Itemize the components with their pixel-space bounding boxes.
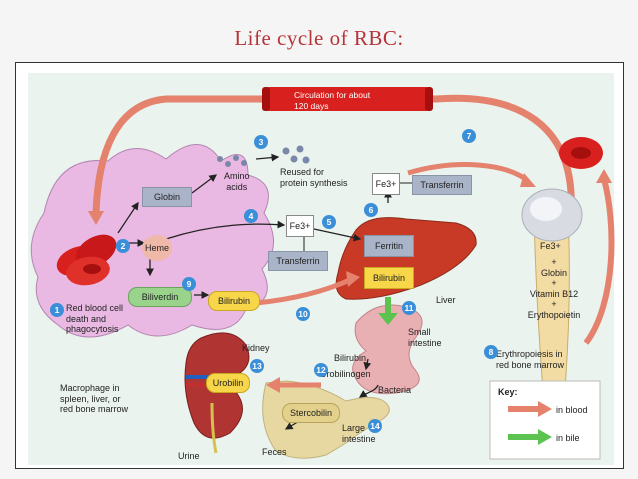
step-8: 8	[484, 345, 498, 359]
urine-label: Urine	[178, 451, 200, 461]
large-intestine-label: Large intestine	[342, 423, 376, 444]
amino-acids-label: Amino acids	[224, 171, 250, 192]
reused-label: Reused for protein synthesis	[280, 167, 348, 188]
kidney-label: Kidney	[242, 343, 270, 353]
stercobilin-box: Stercobilin	[282, 403, 340, 423]
key-box	[489, 380, 601, 460]
page-title: Life cycle of RBC:	[234, 26, 404, 50]
marrow-list-label: + Globin + Vitamin B12 + Erythopoietin	[527, 257, 581, 320]
feces-label: Feces	[262, 447, 287, 457]
erythropoiesis-label: Erythropoiesis in red bone marrow	[496, 349, 565, 370]
step-7: 7	[462, 129, 476, 143]
amino-acid-icon	[217, 145, 310, 167]
step-2: 2	[116, 239, 130, 253]
small-intestine-label: Small intestine	[408, 327, 442, 348]
bilirubin-intestine-label: Bilirubin	[334, 353, 367, 363]
step-10: 10	[296, 307, 310, 321]
heme-box: Heme	[142, 235, 172, 261]
rbc-death-label: Red blood cell death and phagocytosis	[66, 303, 124, 334]
step-13: 13	[250, 359, 264, 373]
step-14: 14	[368, 419, 382, 433]
step-12: 12	[314, 363, 328, 377]
fe-top-box: Fe3+	[372, 173, 400, 195]
fe-marrow-label: Fe3+	[540, 241, 561, 251]
bilirubin-mac-box: Bilirubin	[208, 291, 260, 311]
globin-box: Globin	[142, 187, 192, 207]
step-9: 9	[182, 277, 196, 291]
marrow-to-circulation-arrow	[583, 178, 615, 345]
key-title: Key:	[498, 387, 518, 397]
circulation-banner	[266, 87, 429, 111]
diagram-frame: Circulation for about 120 days Globin Am…	[15, 62, 624, 469]
macrophage-label: Macrophage in spleen, liver, or red bone…	[60, 383, 129, 414]
urobilin-box: Urobilin	[206, 373, 250, 393]
key-bile-label: in bile	[556, 433, 580, 443]
key-blood-label: in blood	[556, 405, 588, 415]
step-11: 11	[402, 301, 416, 315]
step-6: 6	[364, 203, 378, 217]
step-3: 3	[254, 135, 268, 149]
urobilinogen-label: Urobilinogen	[320, 369, 371, 379]
transferrin-mid-box: Transferrin	[268, 251, 328, 271]
liver-label: Liver	[436, 295, 456, 305]
ferritin-box: Ferritin	[364, 235, 414, 257]
fe-mid-box: Fe3+	[286, 215, 314, 237]
biliverdin-box: Biliverdin	[128, 287, 192, 307]
step-5: 5	[322, 215, 336, 229]
bilirubin-liver-box: Bilirubin	[364, 267, 414, 289]
circulation-arrow	[92, 94, 575, 217]
transferrin-top-box: Transferrin	[412, 175, 472, 195]
circulation-label: Circulation for about 120 days	[294, 90, 371, 111]
bacteria-label: Bacteria	[378, 385, 412, 395]
step-4: 4	[244, 209, 258, 223]
step-1: 1	[50, 303, 64, 317]
